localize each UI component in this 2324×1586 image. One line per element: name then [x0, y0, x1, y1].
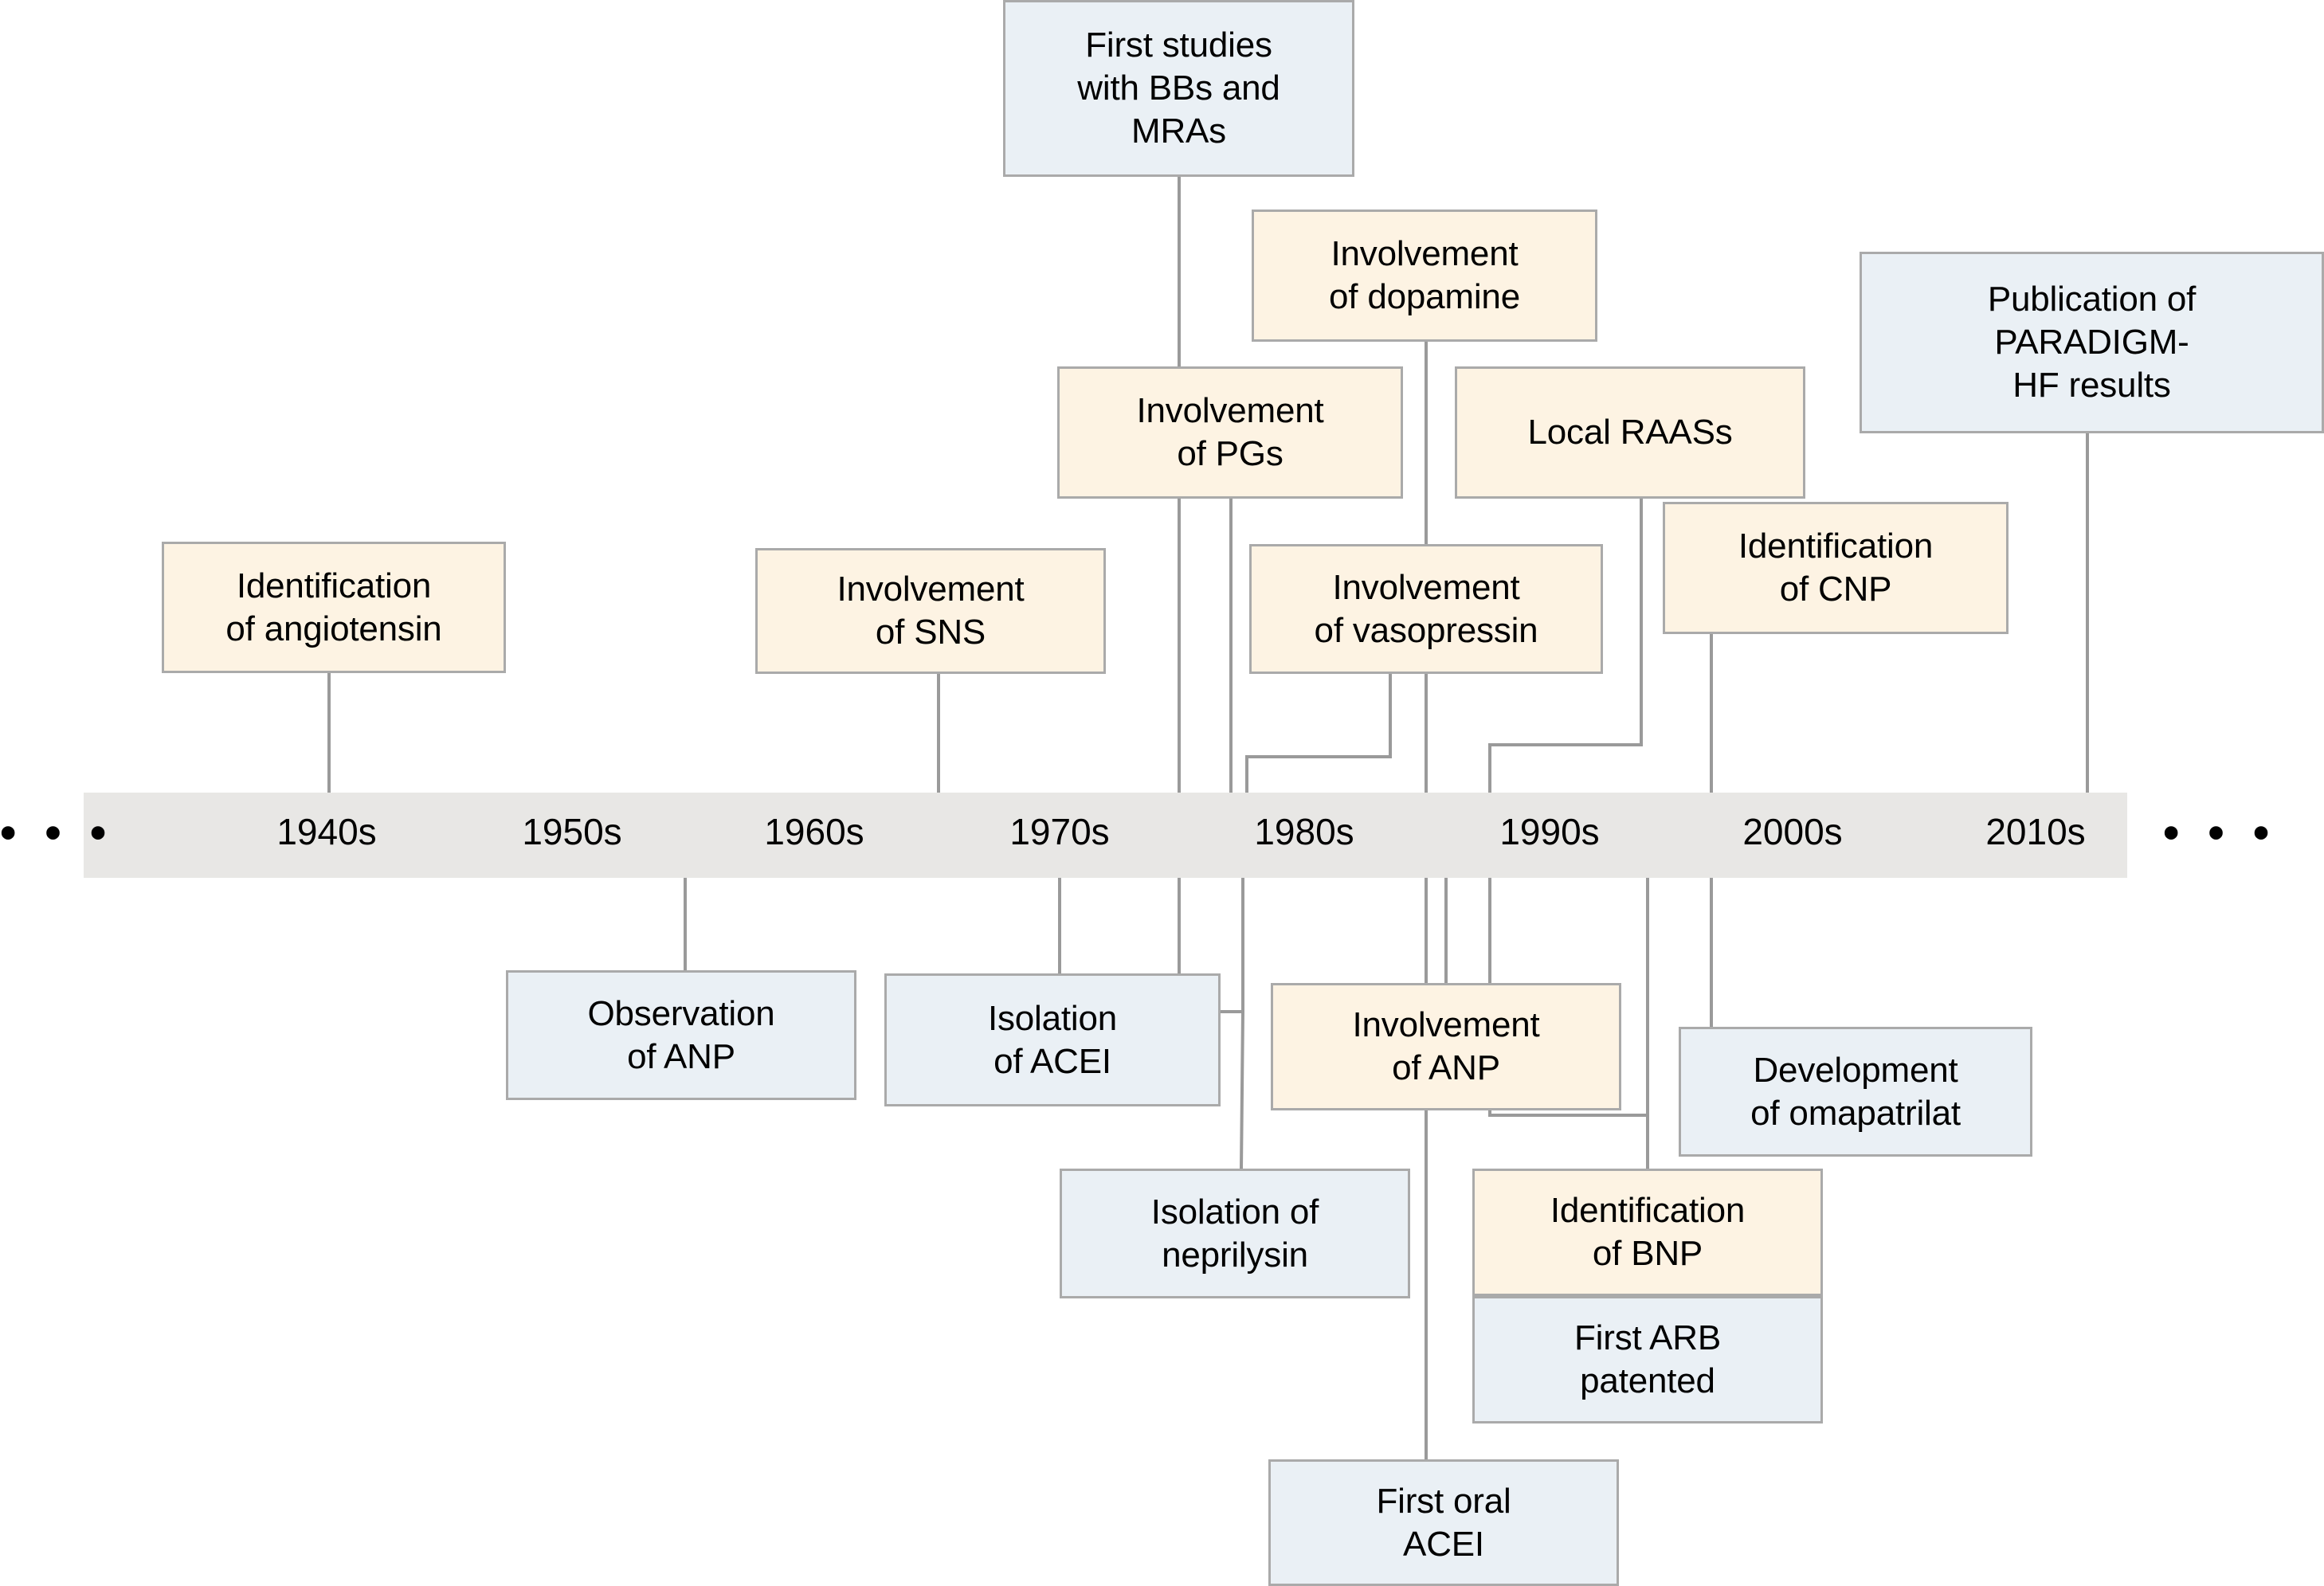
- event-box-identification_angiotensin[interactable]: Identification of angiotensin: [162, 542, 506, 673]
- event-box-first_oral_acei[interactable]: First oral ACEI: [1268, 1459, 1619, 1586]
- decade-label-1940s: 1940s: [276, 811, 377, 852]
- decade-label-1970s: 1970s: [1009, 811, 1110, 852]
- event-box-involvement_vasopressin[interactable]: Involvement of vasopressin: [1249, 544, 1603, 674]
- decade-label-2000s: 2000s: [1742, 811, 1843, 852]
- connector-local-raass: [1488, 499, 1643, 797]
- event-box-involvement_sns[interactable]: Involvement of SNS: [755, 548, 1106, 674]
- decade-label-1980s: 1980s: [1254, 811, 1354, 852]
- event-box-first_arb_patented[interactable]: First ARB patented: [1472, 1296, 1823, 1423]
- connector-isolation-neprilysin: [1240, 878, 1244, 1169]
- connector-first-arb-patented: [1488, 878, 1648, 1117]
- event-box-isolation_neprilysin[interactable]: Isolation of neprilysin: [1060, 1169, 1410, 1298]
- decade-label-1960s: 1960s: [764, 811, 864, 852]
- event-box-local_raass[interactable]: Local RAASs: [1455, 366, 1805, 499]
- event-box-involvement_pgs[interactable]: Involvement of PGs: [1057, 366, 1403, 499]
- event-box-involvement_dopamine[interactable]: Involvement of dopamine: [1252, 210, 1597, 342]
- event-box-involvement_anp[interactable]: Involvement of ANP: [1271, 983, 1621, 1110]
- ellipsis-left-icon: • • •: [0, 807, 115, 859]
- decade-label-1950s: 1950s: [522, 811, 622, 852]
- event-box-publication_paradigm_hf[interactable]: Publication of PARADIGM- HF results: [1860, 252, 2324, 433]
- event-box-identification_cnp[interactable]: Identification of CNP: [1663, 502, 2009, 634]
- event-box-observation_anp[interactable]: Observation of ANP: [506, 970, 856, 1100]
- timeline-arrow-icon: [2040, 793, 2127, 878]
- decade-label-1990s: 1990s: [1499, 811, 1600, 852]
- event-box-isolation_acei[interactable]: Isolation of ACEI: [884, 973, 1221, 1106]
- connector-involvement-vasopressin: [1245, 674, 1392, 797]
- event-box-development_omapatrilat[interactable]: Development of omapatrilat: [1679, 1027, 2032, 1157]
- event-box-identification_bnp[interactable]: Identification of BNP: [1472, 1169, 1823, 1296]
- decade-label-2010s: 2010s: [1985, 811, 2086, 852]
- timeline-bar: [84, 793, 2127, 878]
- ellipsis-right-icon: • • •: [2163, 807, 2278, 859]
- event-box-first_studies_bbs_mras[interactable]: First studies with BBs and MRAs: [1003, 0, 1354, 177]
